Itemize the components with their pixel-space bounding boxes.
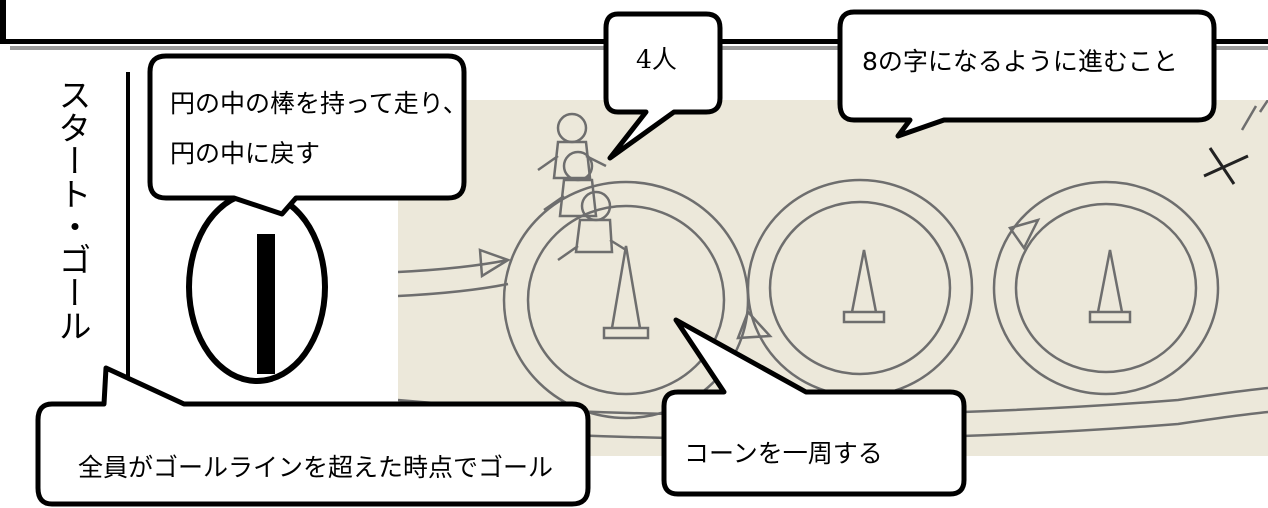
cross-mark (1203, 147, 1249, 185)
loop-3-inner (1014, 202, 1198, 374)
callout-figure8-text: 8の字になるように進むこと (862, 47, 1178, 76)
stick (257, 234, 275, 374)
arrow-upper (1007, 218, 1041, 251)
callout-all-goal-text: 全員がゴールラインを超えた時点でゴール (78, 453, 554, 482)
child-2-body (543, 178, 598, 218)
callout-stick-line2: 円の中に戻す (170, 139, 321, 168)
callout-people-text: 4人 (636, 45, 677, 74)
cone-3 (1088, 249, 1132, 324)
child-1-body (537, 140, 607, 180)
cone-1 (602, 245, 650, 340)
arrow-middle (736, 309, 773, 340)
child-3-body (557, 218, 627, 262)
callout-people: 4人 (602, 10, 726, 162)
loop-1-inner (526, 204, 726, 396)
course-drawing (397, 99, 1268, 441)
arrow-entry (478, 248, 511, 279)
callout-cone-text: コーンを一周する (684, 439, 883, 468)
callout-all-goal: 全員がゴールラインを超えた時点でゴール (34, 364, 594, 508)
callout-figure8: 8の字になるように進むこと (836, 8, 1220, 158)
loop-2-inner (768, 200, 952, 376)
callout-stick-line1: 円の中の棒を持って走り、 (170, 89, 468, 118)
track-entry-upper (397, 258, 509, 274)
figure-edge (1240, 99, 1268, 131)
track-entry-lower (397, 282, 509, 298)
start-goal-line (126, 72, 130, 382)
callout-cone: コーンを一周する (660, 316, 970, 500)
loop-3-outer (992, 180, 1220, 396)
start-goal-label: スタート・ゴール (53, 78, 92, 342)
callout-stick: 円の中の棒を持って走り、 円の中に戻す (146, 52, 468, 220)
course-illustration (397, 99, 1268, 456)
child-1-head (556, 112, 588, 144)
cone-2 (842, 249, 886, 324)
